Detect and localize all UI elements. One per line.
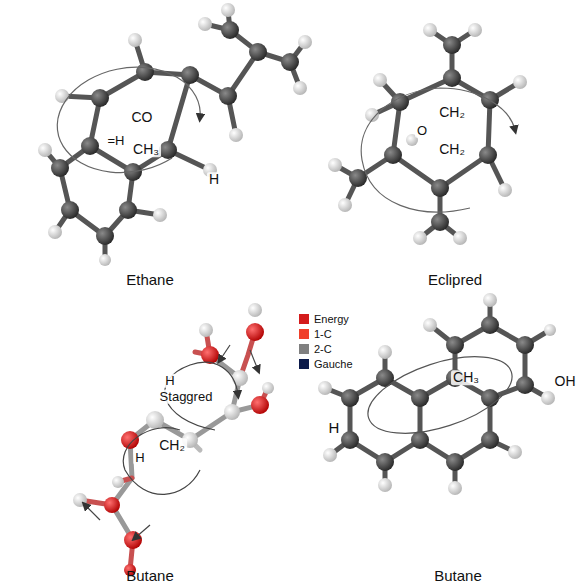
atom-label: CH₂ <box>437 105 467 120</box>
atom-label: CH₂ <box>157 438 187 453</box>
legend-row: Energy <box>299 311 353 326</box>
atom-label: Staggred <box>158 390 215 404</box>
legend-swatch <box>299 344 309 354</box>
legend: Energy 1-C 2-C Gauche <box>299 311 353 371</box>
atom-label: OH <box>553 374 578 389</box>
atom-label: O <box>415 124 429 138</box>
legend-swatch <box>299 314 309 324</box>
legend-text: 2-C <box>314 343 332 355</box>
atom-label: CH₃ <box>451 370 481 385</box>
legend-swatch <box>299 359 309 369</box>
legend-row: 1-C <box>299 326 353 341</box>
molecule-caption: Ethane <box>126 272 174 289</box>
atom-label: CO <box>130 110 155 125</box>
atom-label: H <box>327 420 342 437</box>
legend-row: 2-C <box>299 341 353 356</box>
molecule-caption: Butane <box>434 568 482 585</box>
atom-label: H <box>133 451 146 465</box>
molecule-caption: Butane <box>126 568 174 585</box>
atom-label: CH₂ <box>437 142 467 157</box>
molecule-caption: Eclipred <box>428 272 482 289</box>
atom-label: H <box>207 172 221 187</box>
legend-text: Gauche <box>314 358 353 370</box>
atom-label: H <box>163 374 176 388</box>
legend-row: Gauche <box>299 356 353 371</box>
legend-text: 1-C <box>314 328 332 340</box>
legend-swatch <box>299 329 309 339</box>
legend-text: Energy <box>314 313 349 325</box>
atom-label: CH₃ <box>131 142 161 157</box>
atom-label: =H <box>106 134 127 148</box>
